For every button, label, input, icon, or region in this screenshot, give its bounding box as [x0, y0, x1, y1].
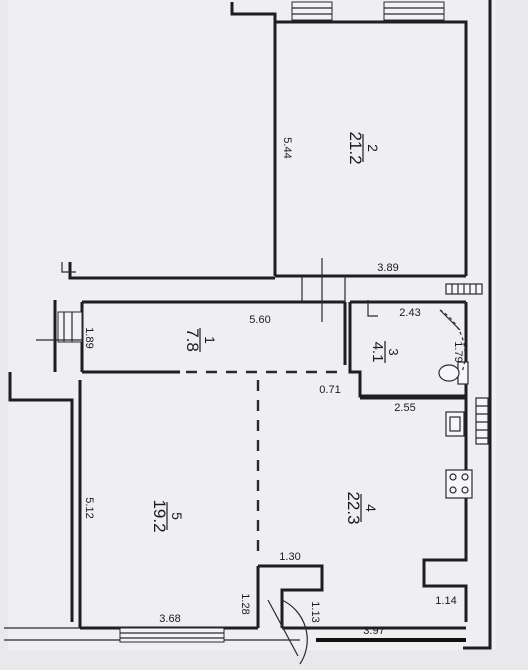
svg-text:2: 2 [365, 144, 381, 152]
svg-text:5: 5 [169, 512, 185, 520]
room-2-label: 2 21.2 [346, 131, 381, 164]
dim-1-13: 1.13 [309, 601, 321, 622]
dim-3-89: 3.89 [377, 262, 398, 274]
openings [36, 258, 346, 341]
dim-2-55: 2.55 [394, 402, 415, 414]
dim-5-12: 5.12 [83, 497, 95, 518]
room-5-label: 5 19.2 [150, 499, 185, 532]
walls [4, 0, 492, 650]
toilet-icon [438, 361, 469, 385]
dim-3-97: 3.97 [363, 625, 384, 637]
window-top-left [291, 1, 333, 21]
svg-text:22.3: 22.3 [344, 491, 363, 524]
room-1-label: 1 7.8 [183, 328, 218, 352]
stove-icon [445, 469, 473, 499]
radiator-icon [445, 283, 483, 295]
sink-icon [445, 411, 465, 437]
room-4-label: 4 22.3 [344, 491, 379, 524]
sheet [8, 0, 496, 650]
dim-1-14: 1.14 [435, 595, 456, 607]
dim-1-79: 1.79 [452, 341, 464, 362]
dim-5-60: 5.60 [249, 314, 270, 326]
bathroom-step [367, 300, 378, 317]
windows [57, 1, 445, 643]
svg-text:4.1: 4.1 [369, 342, 386, 363]
dim-0-71: 0.71 [319, 384, 340, 396]
fixtures [267, 283, 489, 665]
svg-text:1: 1 [202, 336, 218, 344]
dim-5-44: 5.44 [281, 137, 293, 158]
dim-2-43: 2.43 [399, 307, 420, 319]
window-bottom [119, 627, 225, 643]
room-3-label: 3 4.1 [369, 341, 401, 363]
dim-1-89: 1.89 [83, 327, 95, 348]
svg-text:7.8: 7.8 [183, 328, 202, 352]
dashed-partitions [186, 370, 345, 560]
svg-text:19.2: 19.2 [150, 499, 169, 532]
svg-text:4: 4 [363, 504, 379, 512]
room-labels: 2 21.2 1 7.8 3 4.1 5 19.2 4 22.3 [150, 131, 401, 532]
svg-text:3: 3 [386, 348, 401, 355]
radiator-icon [475, 397, 489, 445]
door-swing-icon [439, 309, 466, 373]
dim-1-30: 1.30 [279, 551, 300, 563]
dim-3-68: 3.68 [159, 613, 180, 625]
dim-1-28: 1.28 [239, 593, 251, 614]
door-swing-icon [267, 599, 308, 665]
dimension-labels: 5.44 3.89 5.60 1.89 2.43 1.79 0.71 2.55 … [83, 137, 464, 637]
window-top-right [383, 1, 445, 21]
window-left [57, 311, 83, 343]
svg-text:21.2: 21.2 [346, 131, 365, 164]
